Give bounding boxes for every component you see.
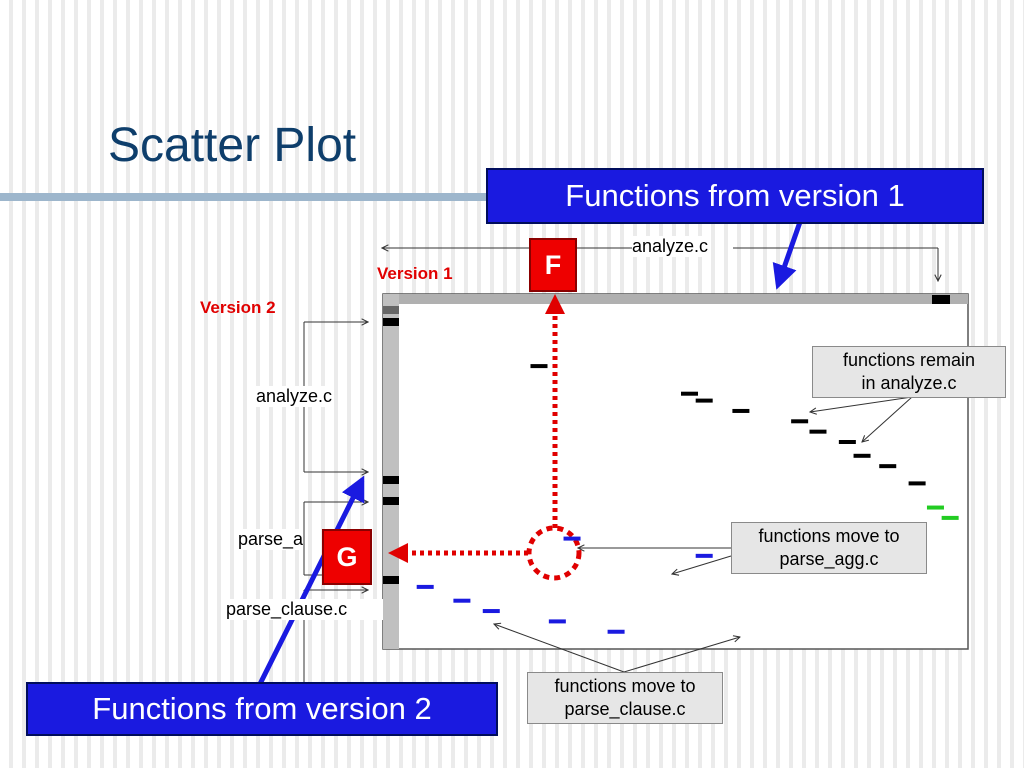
left-strip-marker (383, 318, 399, 326)
file-label-analyze: analyze.c (256, 386, 333, 407)
remain-connector (810, 396, 913, 412)
scatter-point-analyze (681, 391, 699, 396)
marker-f: F (529, 238, 577, 292)
highlight-circle (526, 525, 582, 581)
file-label-parse-agg: parse_a (238, 529, 304, 550)
scatter-point-parse_clause (607, 629, 625, 634)
scatter-point-analyze (879, 464, 897, 469)
blue-arrow-v2 (257, 475, 365, 686)
top-strip-marker (932, 295, 950, 304)
note-line: functions move to (554, 676, 696, 696)
clause-connector (494, 624, 625, 673)
scatter-point-analyze (853, 453, 871, 458)
scatter-point-analyze (530, 364, 548, 369)
left-strip-marker (383, 576, 399, 584)
note-line: parse_agg.c (779, 549, 879, 569)
scatter-point-analyze (732, 408, 750, 413)
plot-left-strip (383, 294, 399, 649)
scatter-point-other (926, 505, 944, 510)
scatter-point-analyze (791, 419, 809, 424)
callout-functions-version-2: Functions from version 2 (26, 682, 498, 736)
scatter-point-parse_clause (482, 609, 500, 614)
file-label-top-analyze: analyze.c (632, 236, 709, 257)
file-label-parse-clause: parse_clause.c (226, 599, 383, 620)
remain-connector (862, 396, 913, 442)
scatter-point-parse_clause (416, 584, 434, 589)
note-move-parse-agg: functions move to parse_agg.c (731, 522, 927, 574)
data-points (416, 364, 959, 634)
scatter-point-other (941, 515, 959, 520)
note-line: functions move to (758, 526, 900, 546)
note-functions-remain: functions remain in analyze.c (812, 346, 1006, 398)
title-rule (0, 193, 500, 201)
left-strip-marker (383, 497, 399, 505)
callout-functions-version-1: Functions from version 1 (486, 168, 984, 224)
slide-title: Scatter Plot (108, 119, 357, 172)
blue-arrow-v1 (772, 221, 803, 290)
note-line: in analyze.c (861, 373, 957, 393)
agg-connector (672, 555, 732, 574)
scatter-point-parse_clause (453, 598, 471, 603)
scatter-point-analyze (695, 398, 713, 403)
scatter-point-parse_agg (563, 536, 581, 541)
clause-connector (623, 637, 740, 673)
left-strip-marker (383, 306, 399, 314)
note-line: functions remain (842, 350, 976, 370)
scatter-point-analyze (809, 429, 827, 434)
scatter-point-analyze (908, 481, 926, 486)
left-strip-marker (383, 476, 399, 484)
note-line: parse_clause.c (564, 699, 686, 719)
marker-g: G (322, 529, 372, 585)
version-1-label: Version 1 (377, 264, 453, 283)
scatter-point-analyze (838, 440, 856, 444)
plot-top-strip (383, 294, 968, 304)
scatter-point-parse_clause (548, 619, 566, 624)
scatter-point-parse_agg (695, 553, 713, 558)
version-2-label: Version 2 (200, 298, 276, 317)
note-move-parse-clause: functions move to parse_clause.c (527, 672, 723, 724)
